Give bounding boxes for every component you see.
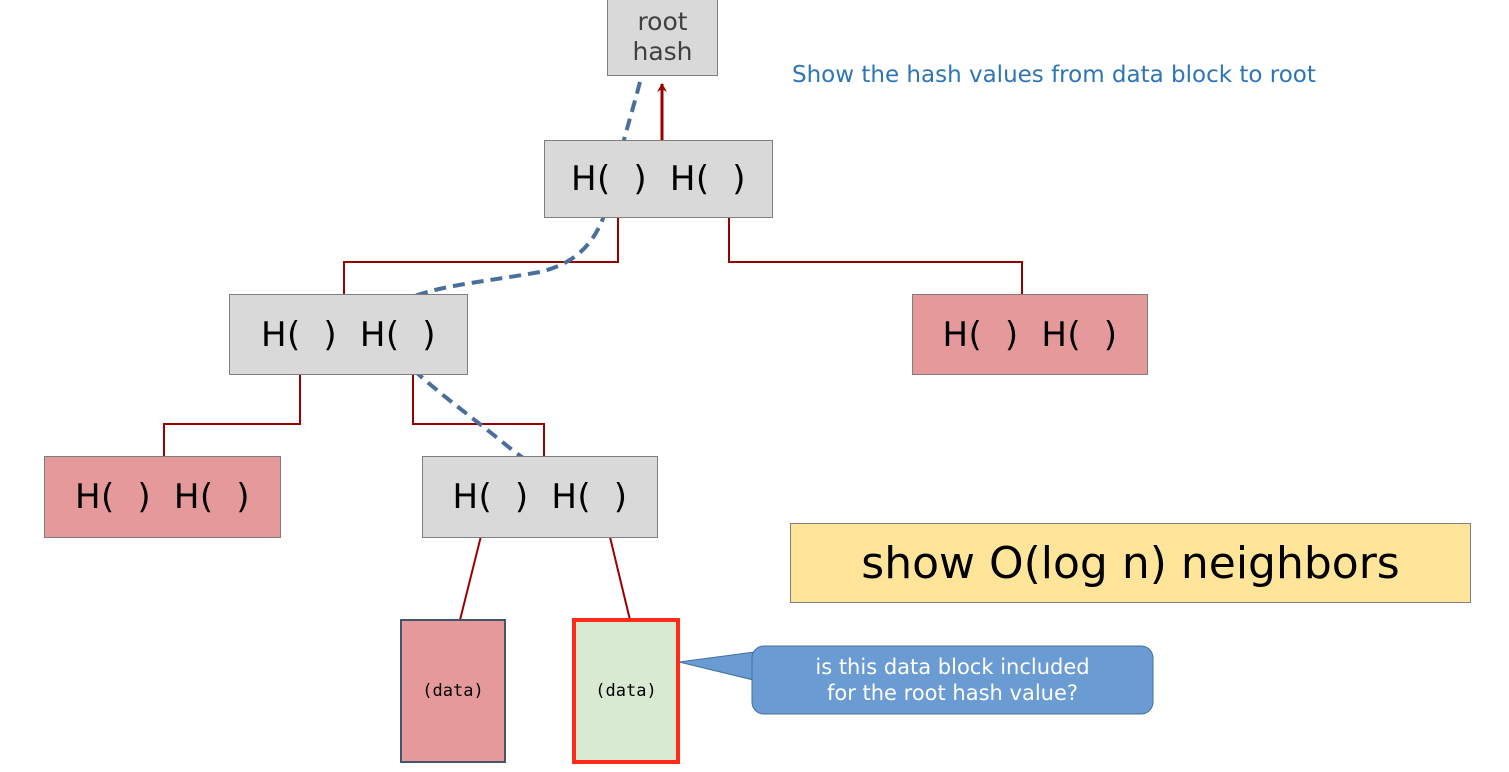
level3-left-left-hash: H( ) — [74, 477, 152, 517]
level3-left-right-hash: H( ) — [173, 477, 251, 517]
callout-box — [751, 645, 1154, 715]
level3-right-node: H( ) H( ) — [422, 456, 658, 538]
level3-left-node: H( ) H( ) — [44, 456, 281, 538]
data-block-left-label: (data) — [422, 681, 484, 701]
root-hash-label-line1: root — [637, 7, 688, 36]
proof-path — [381, 81, 642, 511]
level2-left-left-hash: H( ) — [260, 314, 338, 355]
level1-left-hash: H( ) — [570, 159, 648, 199]
root-hash-node: root hash — [607, 0, 718, 76]
neighbors-note: show O(log n) neighbors — [790, 523, 1471, 603]
caption: Show the hash values from data block to … — [792, 62, 1316, 88]
data-block-left: (data) — [400, 619, 506, 763]
level2-right-right-hash: H( ) — [1041, 314, 1118, 355]
edge-level2-left-to-level1 — [343, 193, 623, 294]
edge-level3-left-to-level2 — [163, 349, 305, 456]
edge-level2-right-to-level1 — [724, 193, 1023, 294]
data-block-right: (data) — [572, 618, 680, 764]
callout-line1: is this data block included — [815, 655, 1090, 679]
data-block-right-label: (data) — [595, 681, 657, 701]
level2-right-left-hash: H( ) — [942, 314, 1019, 355]
level3-right-right-hash: H( ) — [551, 477, 628, 517]
level2-left-right-hash: H( ) — [359, 314, 437, 355]
level2-right-node: H( ) H( ) — [912, 294, 1148, 375]
level3-right-left-hash: H( ) — [452, 477, 529, 517]
callout-line2: for the root hash value? — [826, 681, 1079, 705]
root-hash-label-line2: hash — [632, 37, 693, 66]
level1-right-hash: H( ) — [669, 159, 747, 199]
level2-left-node: H( ) H( ) — [229, 294, 468, 375]
level1-node: H( ) H( ) — [544, 140, 773, 218]
callout: is this data block included for the root… — [752, 646, 1153, 714]
